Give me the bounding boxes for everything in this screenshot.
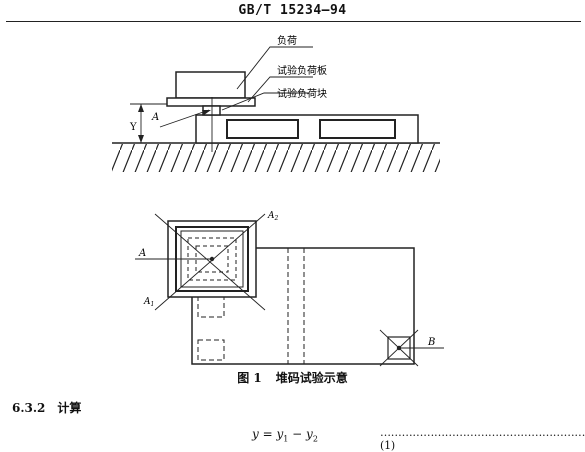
label-load: 负荷 — [277, 34, 297, 47]
figure-caption: 图 1 堆码试验示意 — [0, 369, 585, 386]
leader-plate — [247, 76, 313, 103]
equation: y = y1 − y2 — [252, 427, 318, 444]
plan-view: A A2 A1 B — [135, 211, 444, 367]
equation-leader: …………………………………………………… — [380, 426, 585, 439]
equation-label: (1) — [380, 439, 395, 452]
equation-number: ……………………………………………………(1) — [380, 426, 585, 452]
section-number: 6.3.2 — [12, 401, 46, 415]
figure-number: 图 1 — [237, 371, 262, 385]
y-arrowhead-top — [138, 104, 144, 112]
label-a2: A2 — [267, 211, 279, 222]
hidden-block-lines — [287, 248, 305, 364]
label-a1: A1 — [143, 297, 154, 308]
load-block — [175, 71, 246, 99]
header-rule — [6, 21, 581, 22]
y-arrowhead-bottom — [138, 135, 144, 143]
document-header: GB/T 15234—94 — [238, 3, 347, 18]
pallet-opening-right — [319, 119, 396, 139]
a-pointer — [159, 109, 210, 128]
section-heading: 6.3.2 计算 — [12, 399, 81, 416]
label-test-load-block: 试验负荷块 — [277, 87, 327, 100]
pallet-opening-left — [226, 119, 299, 139]
label-a-top: A — [151, 112, 159, 123]
label-a-plan: A — [138, 248, 146, 259]
leader-load — [236, 46, 313, 90]
label-y: Y — [129, 122, 137, 133]
section-title: 计算 — [57, 401, 82, 415]
diagonal-cross — [154, 213, 266, 311]
label-test-load-plate: 试验负荷板 — [277, 64, 327, 77]
a-arrowhead — [202, 110, 211, 115]
ground-hatching — [112, 144, 440, 172]
hidden-block-left-bottom — [197, 339, 225, 361]
center-point-a — [209, 256, 215, 262]
leader-block — [221, 92, 308, 111]
hidden-block-inner — [195, 245, 229, 273]
hidden-block-square — [187, 237, 237, 281]
center-point-b — [396, 345, 402, 351]
figure-title: 堆码试验示意 — [275, 371, 348, 385]
side-view: 负荷 试验负荷板 试验负荷块 Y A — [112, 34, 440, 172]
label-b: B — [427, 337, 435, 348]
